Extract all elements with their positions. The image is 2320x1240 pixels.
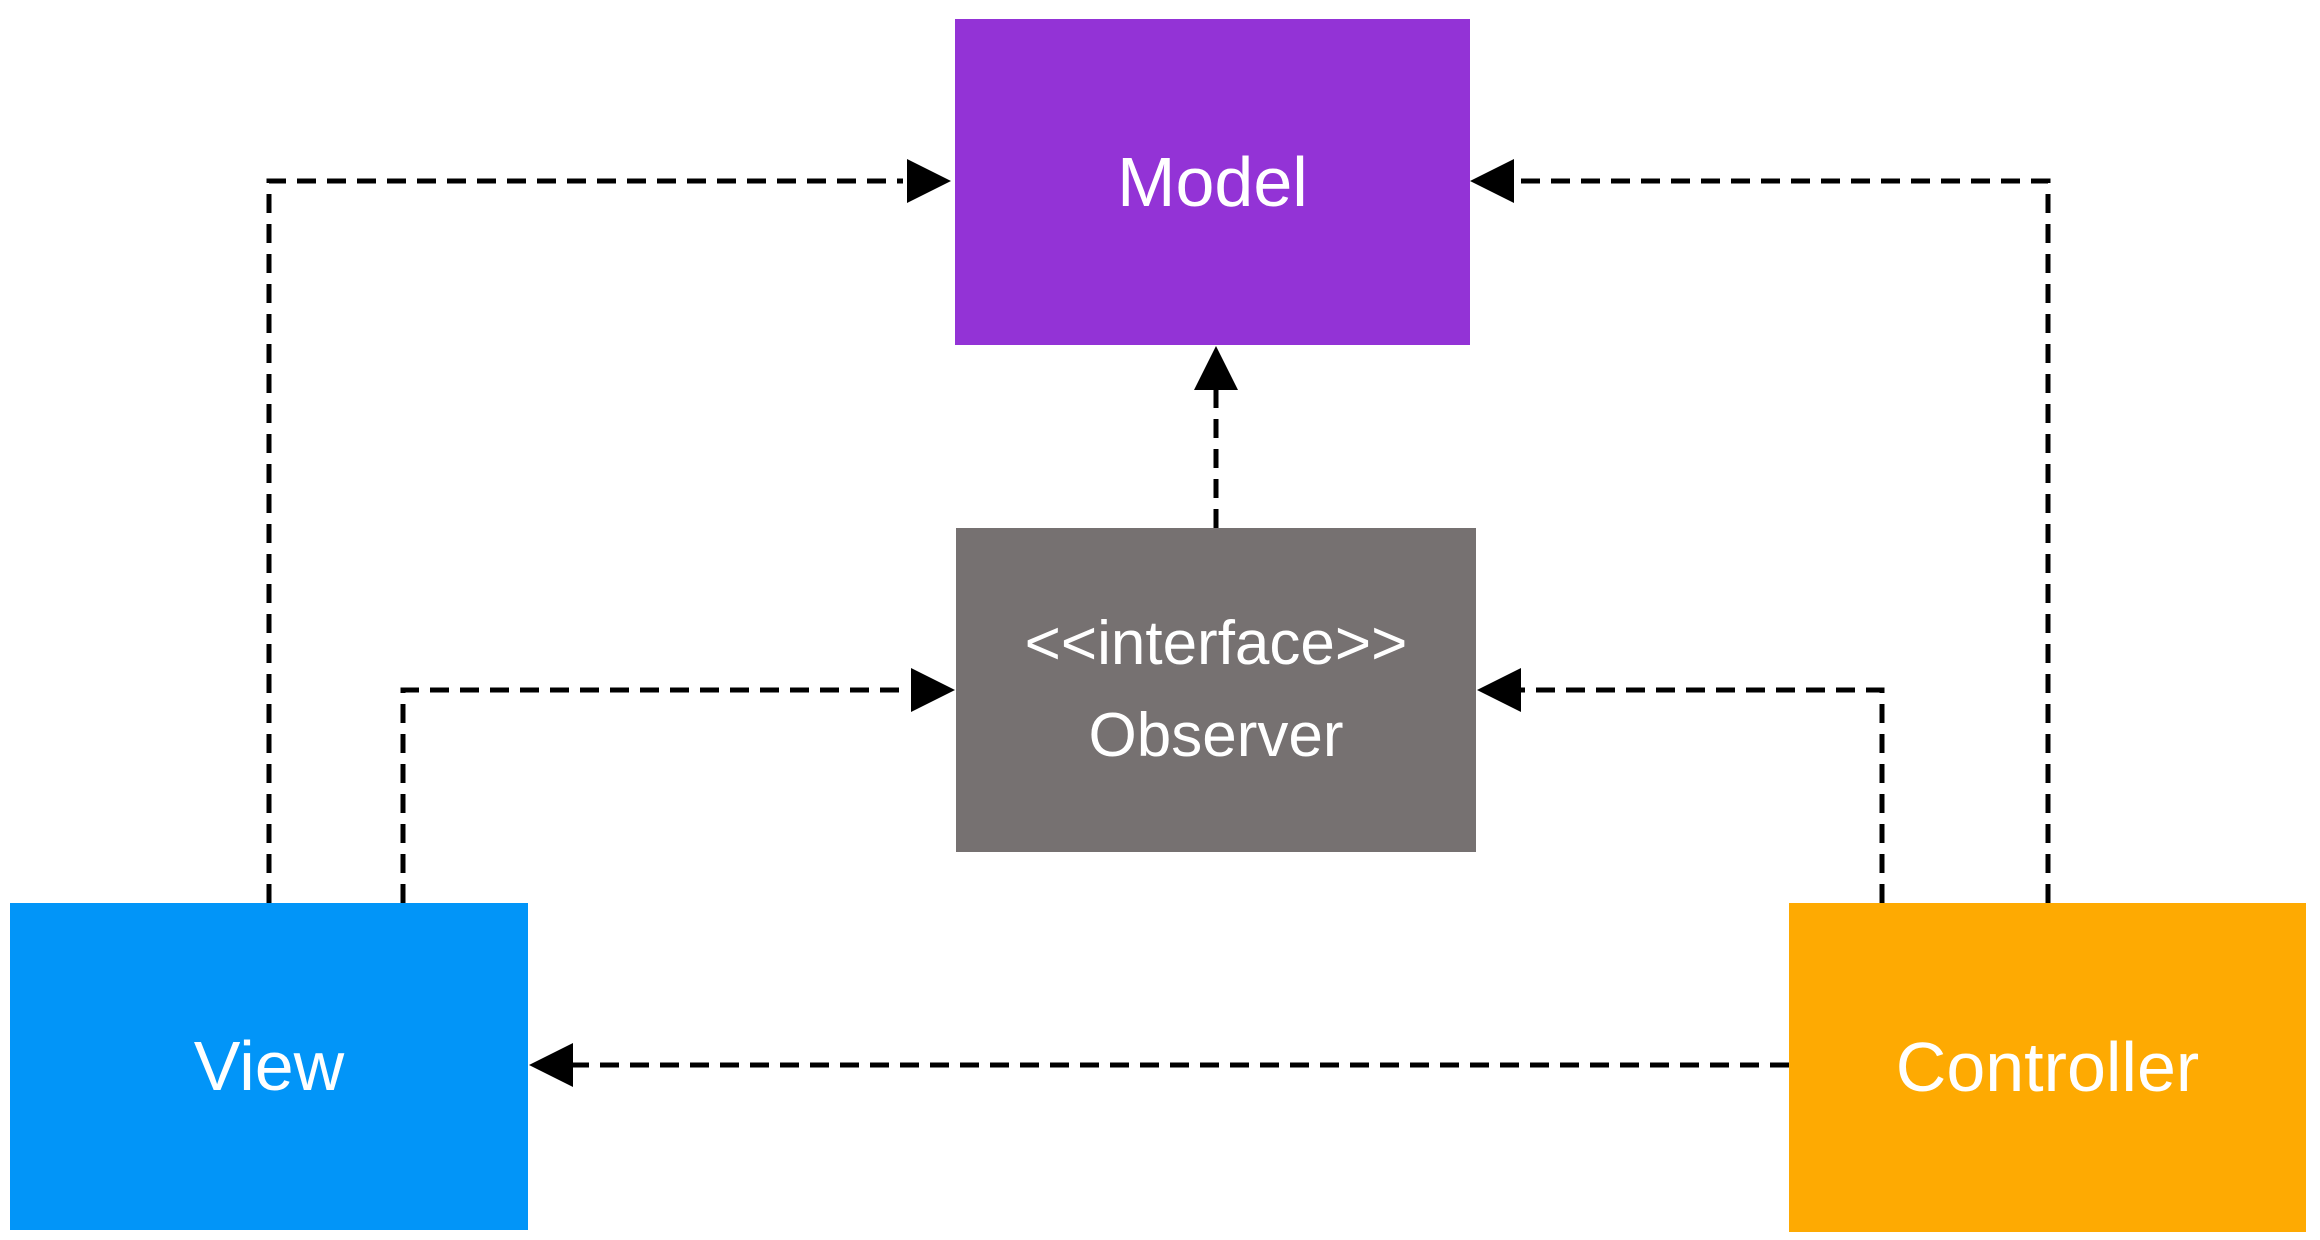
model-label: Model [1117, 142, 1308, 221]
observer-label: Observer [1088, 701, 1344, 770]
edge-observer-to-model [1194, 346, 1238, 528]
arrowhead-into-model-right [1470, 159, 1514, 203]
edge-view-to-model [266, 159, 951, 903]
arrowhead-into-model-left [907, 159, 951, 203]
edge-view-to-observer [400, 668, 955, 903]
arrowhead-into-observer-left [911, 668, 955, 712]
controller-label: Controller [1895, 1028, 2200, 1106]
edge-controller-to-model [1470, 159, 2051, 903]
observer-stereotype-label: <<interface>> [1024, 609, 1408, 678]
view-label: View [193, 1027, 345, 1105]
view-box: View [10, 903, 528, 1230]
edge-controller-to-observer [1477, 668, 1885, 903]
controller-box: Controller [1789, 903, 2306, 1232]
model-box: Model [955, 19, 1470, 345]
arrowhead-into-model-bottom [1194, 346, 1238, 390]
observer-interface-box: <<interface>> Observer [956, 528, 1476, 852]
arrowhead-into-observer-right [1477, 668, 1521, 712]
arrowhead-into-view-right [529, 1043, 573, 1087]
edge-controller-to-view [529, 1043, 1789, 1087]
